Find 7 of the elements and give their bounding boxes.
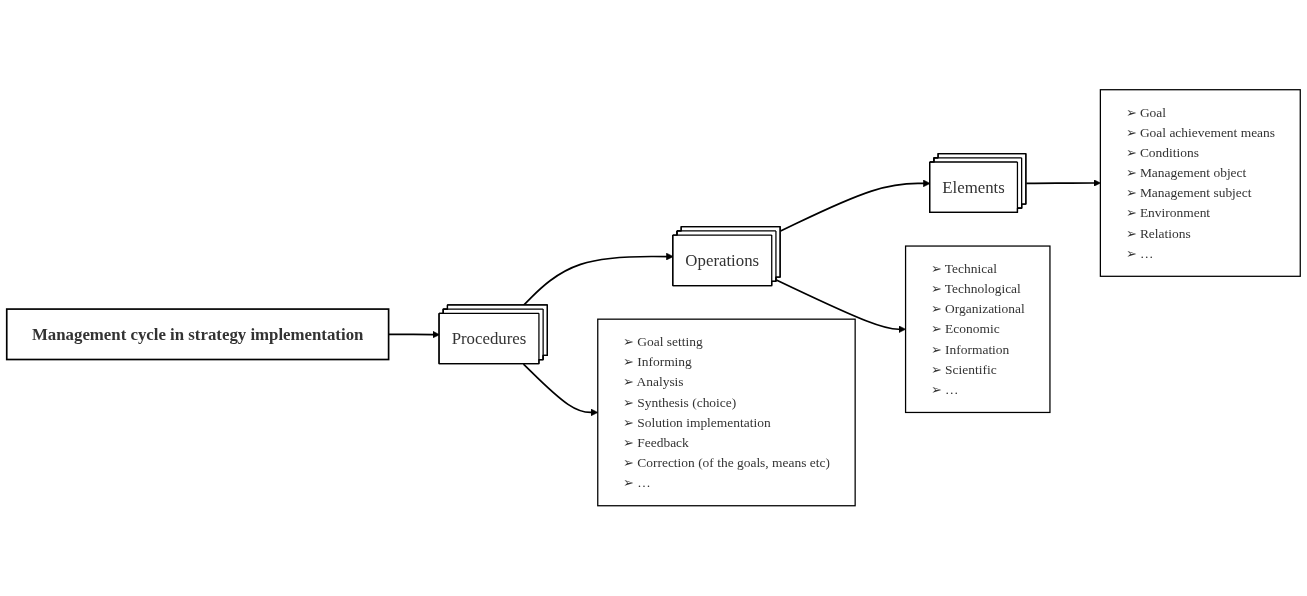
arrow	[779, 179, 931, 233]
node-box: ➢ Goal ➢ Goal achievement means ➢ Conditions ➢ Management object ➢ Management subject ➢ Environment ➢ Relations ➢ …	[1099, 89, 1301, 278]
node-box: ➢ Goal setting ➢ Informing ➢ Analysis ➢ Synthesis (choice) ➢ Solution implementation ➢ Feedback ➢ Correction (of the goals, means etc) ➢ …	[597, 318, 856, 507]
arrow	[1025, 179, 1101, 187]
node-box: ➢ Technical ➢ Technological ➢ Organizational ➢ Economic ➢ Information ➢ Scientific ➢ …	[904, 245, 1051, 414]
node-box: Management cycle in strategy implementation	[5, 308, 390, 361]
arrow	[775, 279, 906, 334]
